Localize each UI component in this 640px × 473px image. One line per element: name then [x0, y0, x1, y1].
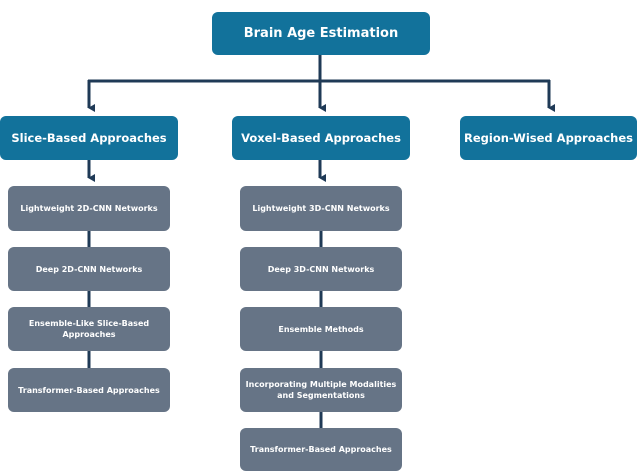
voxel-item: Lightweight 3D-CNN Networks — [240, 186, 402, 231]
voxel-item: Transformer-Based Approaches — [240, 428, 402, 471]
slice-item: Deep 2D-CNN Networks — [8, 247, 170, 291]
category-voxel-based: Voxel-Based Approaches — [232, 116, 410, 160]
root-node: Brain Age Estimation — [212, 12, 430, 55]
category-region-wised: Region-Wised Approaches — [460, 116, 637, 160]
slice-item: Transformer-Based Approaches — [8, 368, 170, 412]
category-slice-based: Slice-Based Approaches — [0, 116, 178, 160]
slice-item: Ensemble-Like Slice-Based Approaches — [8, 307, 170, 351]
slice-item: Lightweight 2D-CNN Networks — [8, 186, 170, 231]
voxel-item: Incorporating Multiple Modalities and Se… — [240, 368, 402, 412]
voxel-item: Deep 3D-CNN Networks — [240, 247, 402, 291]
voxel-item: Ensemble Methods — [240, 307, 402, 351]
